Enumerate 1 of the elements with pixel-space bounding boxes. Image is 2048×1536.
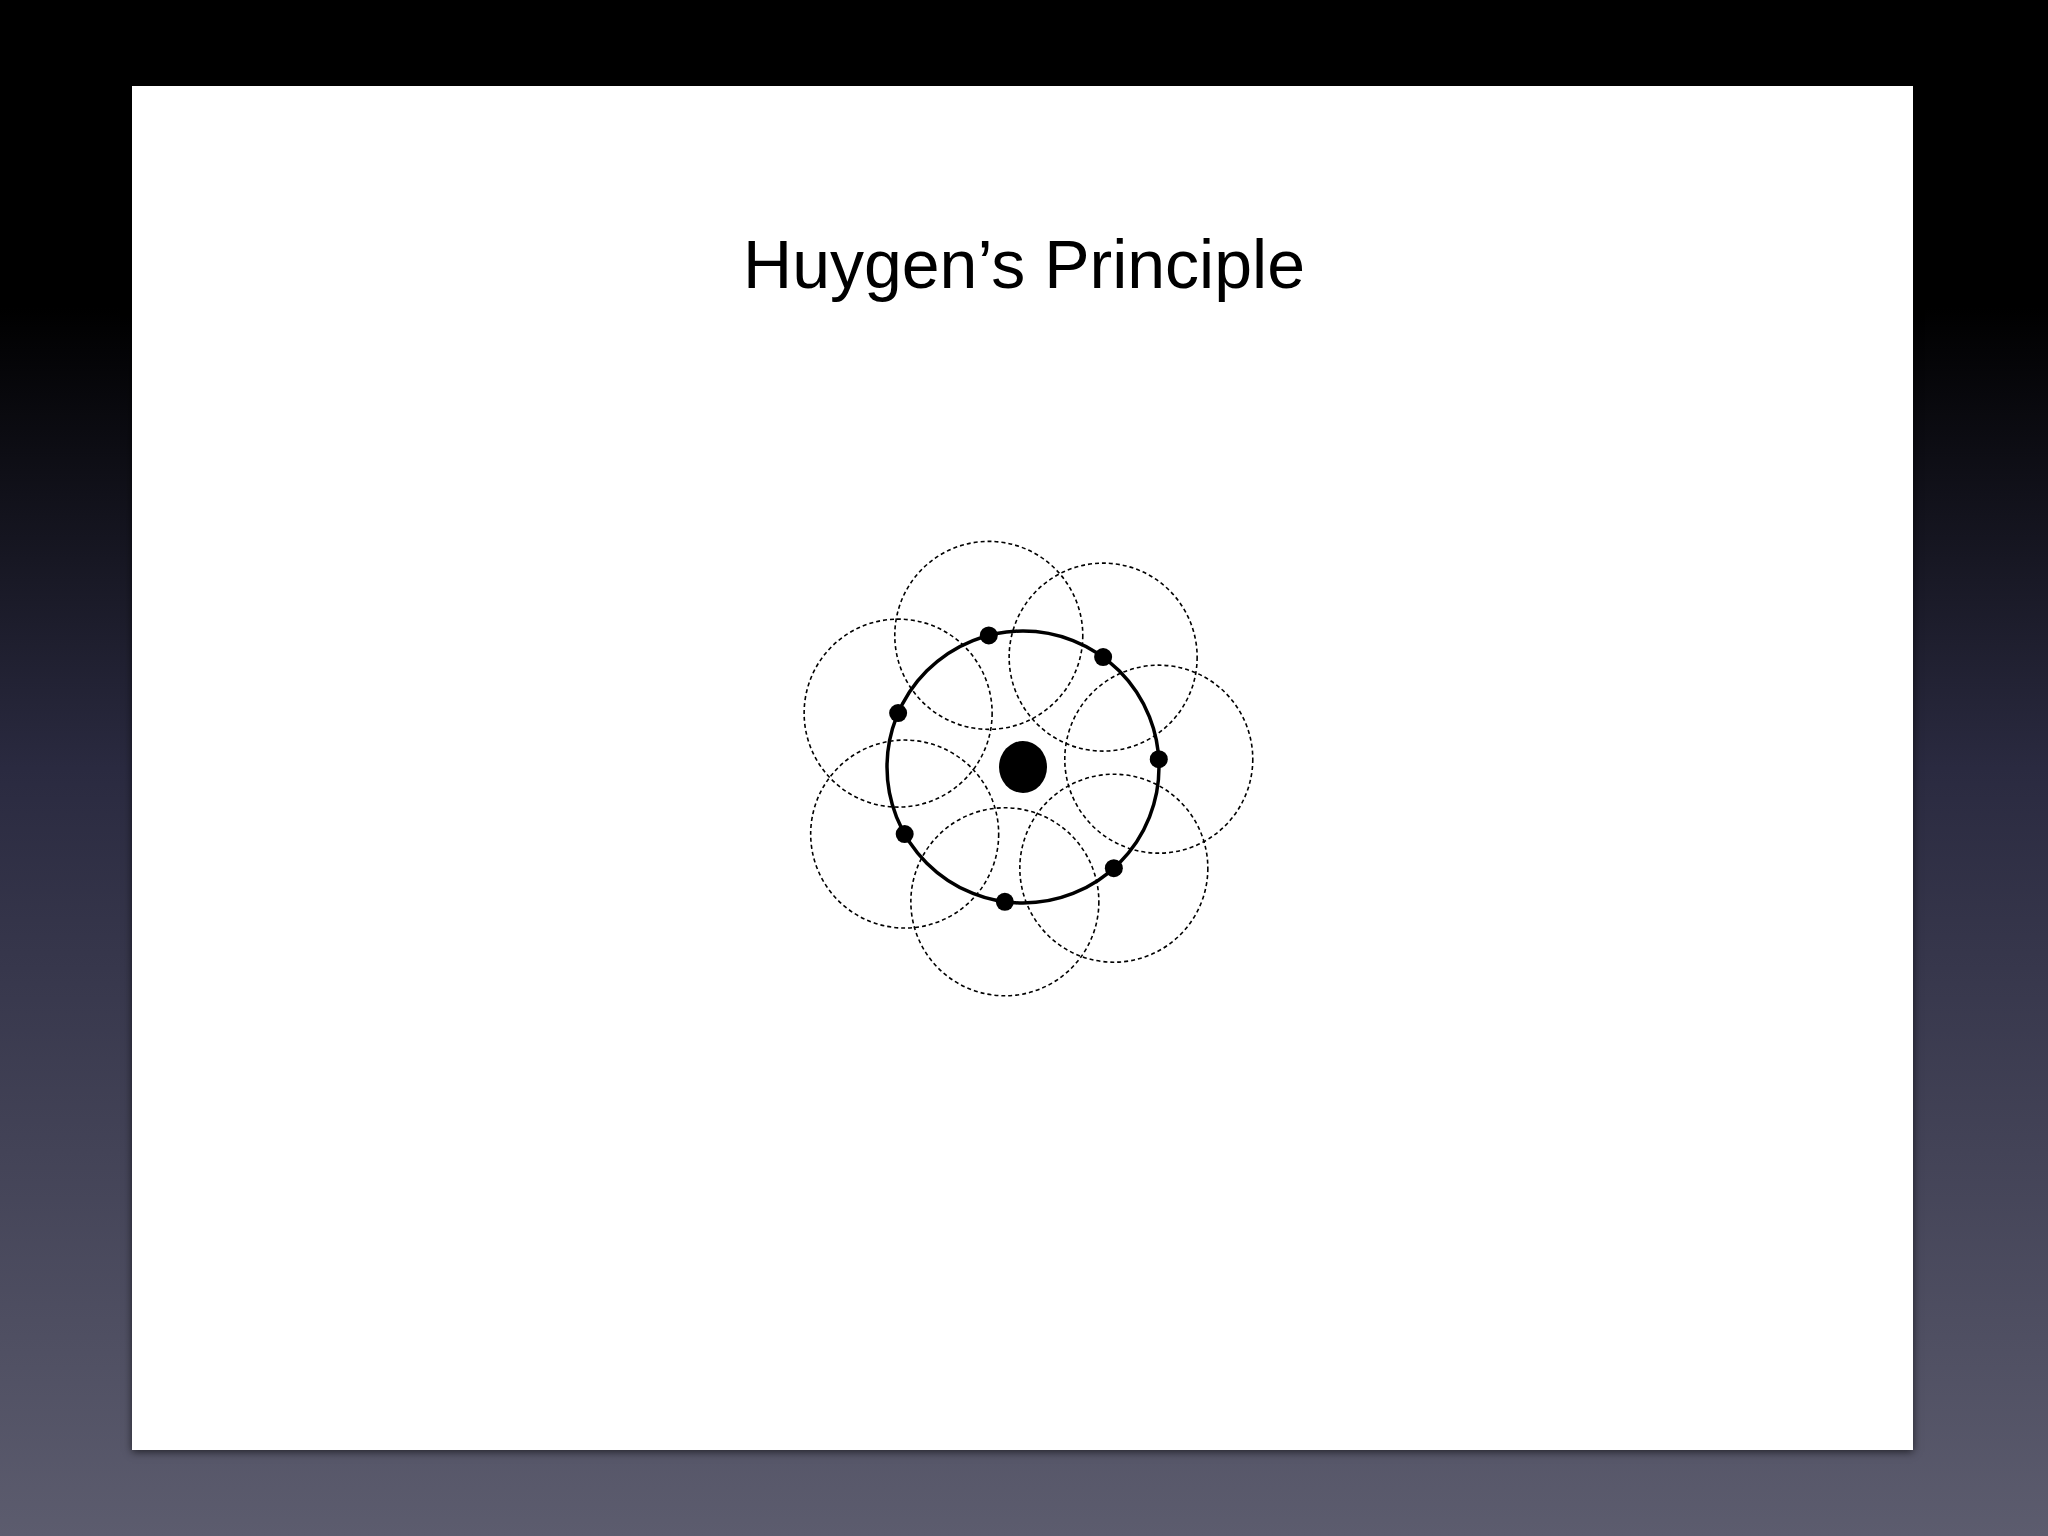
slide-title: Huygen’s Principle: [742, 225, 1306, 303]
